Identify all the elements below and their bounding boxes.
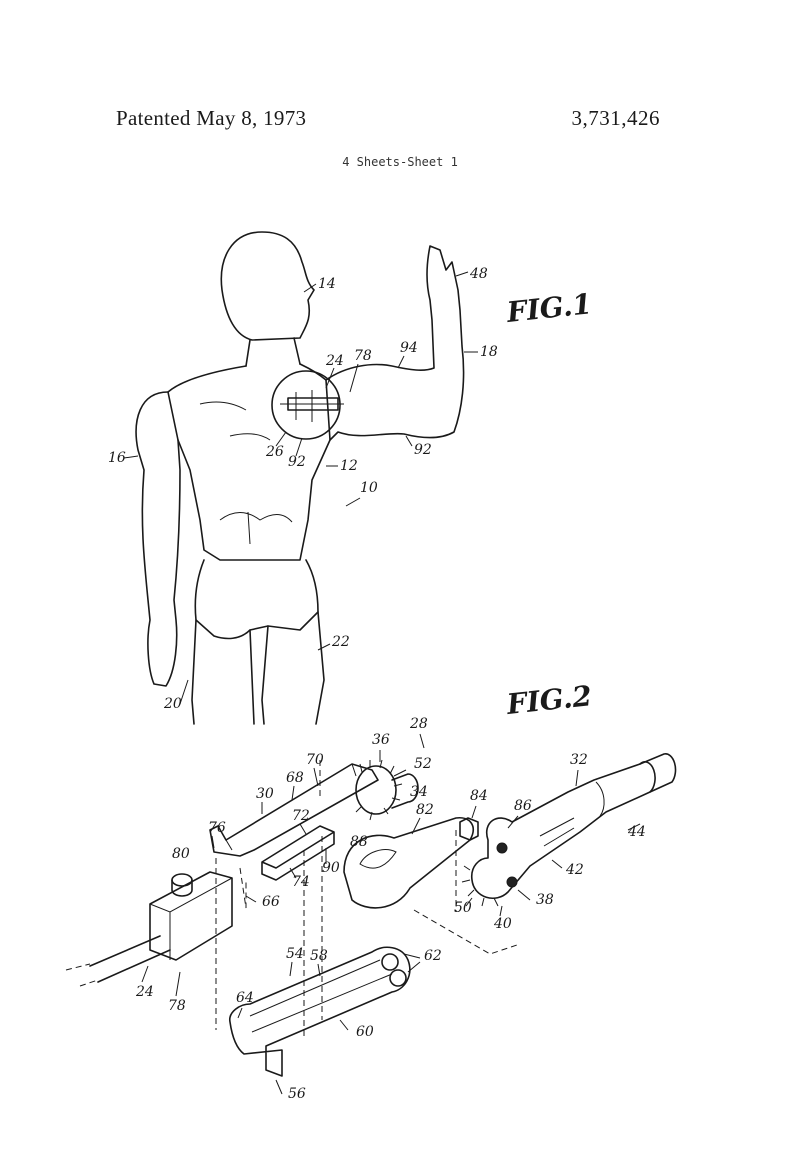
ref-numeral: 68: [286, 770, 304, 786]
ref-numeral: 54: [286, 946, 304, 962]
fig1-label: FIG.1: [504, 287, 593, 329]
ref-numeral: 76: [208, 820, 226, 836]
fig2-label: FIG.2: [504, 679, 593, 721]
ref-numeral: 74: [292, 874, 310, 890]
ref-numeral: 26: [265, 444, 284, 460]
ref-numeral: 24: [325, 353, 344, 369]
ref-numeral: 20: [163, 696, 182, 712]
fig1-reference-numerals: 14 48 24 78 94 18 26 92 92 12 16 10 22 2…: [108, 266, 498, 712]
ref-numeral: 52: [414, 756, 432, 772]
ref-numeral: 70: [306, 752, 324, 768]
ref-numeral: 32: [570, 752, 588, 768]
ref-numeral: 66: [262, 894, 280, 910]
patent-number: 3,731,426: [571, 106, 660, 130]
ref-numeral: 92: [288, 454, 306, 470]
ref-numeral: 72: [292, 808, 310, 824]
ref-numeral: 44: [627, 824, 646, 840]
ref-numeral: 42: [565, 862, 584, 878]
ref-numeral: 90: [322, 860, 340, 876]
ref-numeral: 34: [410, 784, 428, 800]
figure-1-drawing: [135, 231, 465, 725]
patent-date: Patented May 8, 1973: [116, 106, 307, 130]
ref-numeral: 36: [372, 732, 390, 748]
ref-numeral: 84: [470, 788, 488, 804]
ref-numeral: 10: [360, 480, 378, 496]
ref-numeral: 14: [318, 276, 336, 292]
ref-numeral: 64: [236, 990, 254, 1006]
ref-numeral: 94: [400, 340, 418, 356]
ref-numeral: 60: [356, 1024, 374, 1040]
figure-2-drawing: [65, 753, 677, 1077]
ref-numeral: 82: [416, 802, 434, 818]
ref-numeral: 92: [414, 442, 432, 458]
ref-numeral: 78: [168, 998, 186, 1014]
ref-numeral: 12: [340, 458, 358, 474]
ref-numeral: 16: [108, 450, 126, 466]
ref-numeral: 28: [409, 716, 428, 732]
ref-numeral: 80: [172, 846, 190, 862]
sheet-info: 4 Sheets-Sheet 1: [342, 155, 458, 169]
ref-numeral: 58: [310, 948, 328, 964]
ref-numeral: 88: [350, 834, 368, 850]
ref-numeral: 62: [424, 948, 442, 964]
ref-numeral: 30: [256, 786, 274, 802]
ref-numeral: 24: [135, 984, 154, 1000]
ref-numeral: 22: [331, 634, 350, 650]
fig2-reference-numerals: 28 36 70 52 32 30 68 34 84 82 86 72 76 8…: [135, 716, 646, 1102]
ref-numeral: 48: [469, 266, 488, 282]
ref-numeral: 38: [536, 892, 554, 908]
ref-numeral: 18: [480, 344, 498, 360]
ref-numeral: 40: [493, 916, 512, 932]
ref-numeral: 86: [514, 798, 532, 814]
ref-numeral: 56: [288, 1086, 306, 1102]
ref-numeral: 78: [354, 348, 372, 364]
